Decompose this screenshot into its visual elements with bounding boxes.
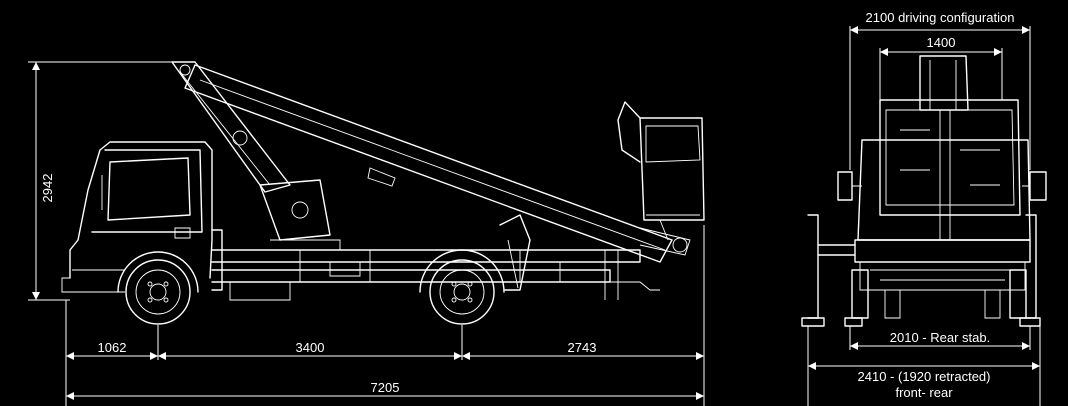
cab-window	[107, 157, 191, 221]
rear-stab-dimension: 2010 - Rear stab.	[890, 330, 990, 345]
wheelbase-dimension: 3400	[296, 340, 325, 355]
boom-turret	[259, 179, 341, 251]
overall-length-dimension: 7205	[371, 380, 400, 395]
rear-chassis	[851, 239, 1031, 319]
rear-overhang-dimension: 2743	[568, 340, 597, 355]
side-view-dimensions: 2942 1062 3400 2743 7205	[28, 61, 705, 406]
height-dimension: 2942	[40, 174, 55, 203]
aerial-basket	[617, 101, 705, 241]
boom-arm-main	[184, 64, 691, 263]
side-view-truck	[61, 61, 705, 325]
side-stabilizers	[211, 214, 531, 291]
rear-view-truck	[801, 55, 1047, 327]
rear-right-wheel	[1009, 269, 1027, 319]
rear-left-wheel	[851, 269, 869, 319]
driving-width-dimension: 2100 driving configuration	[866, 10, 1015, 25]
boom-arm-upper	[171, 61, 291, 193]
rear-cab	[837, 139, 1047, 241]
front-rear-width-line2: front- rear	[895, 385, 953, 400]
front-overhang-dimension: 1062	[98, 340, 127, 355]
rear-basket	[879, 55, 1021, 240]
truck-cab	[61, 141, 213, 293]
rear-stabilizers	[801, 214, 1041, 327]
front-wheel	[117, 251, 199, 325]
rear-wheel	[419, 249, 505, 325]
rear-view-dimensions: 2100 driving configuration 1400 2010 - R…	[807, 10, 1041, 406]
front-rear-width-line1: 2410 - (1920 retracted)	[858, 369, 991, 384]
basket-width-dimension: 1400	[927, 35, 956, 50]
truck-chassis	[211, 249, 660, 301]
